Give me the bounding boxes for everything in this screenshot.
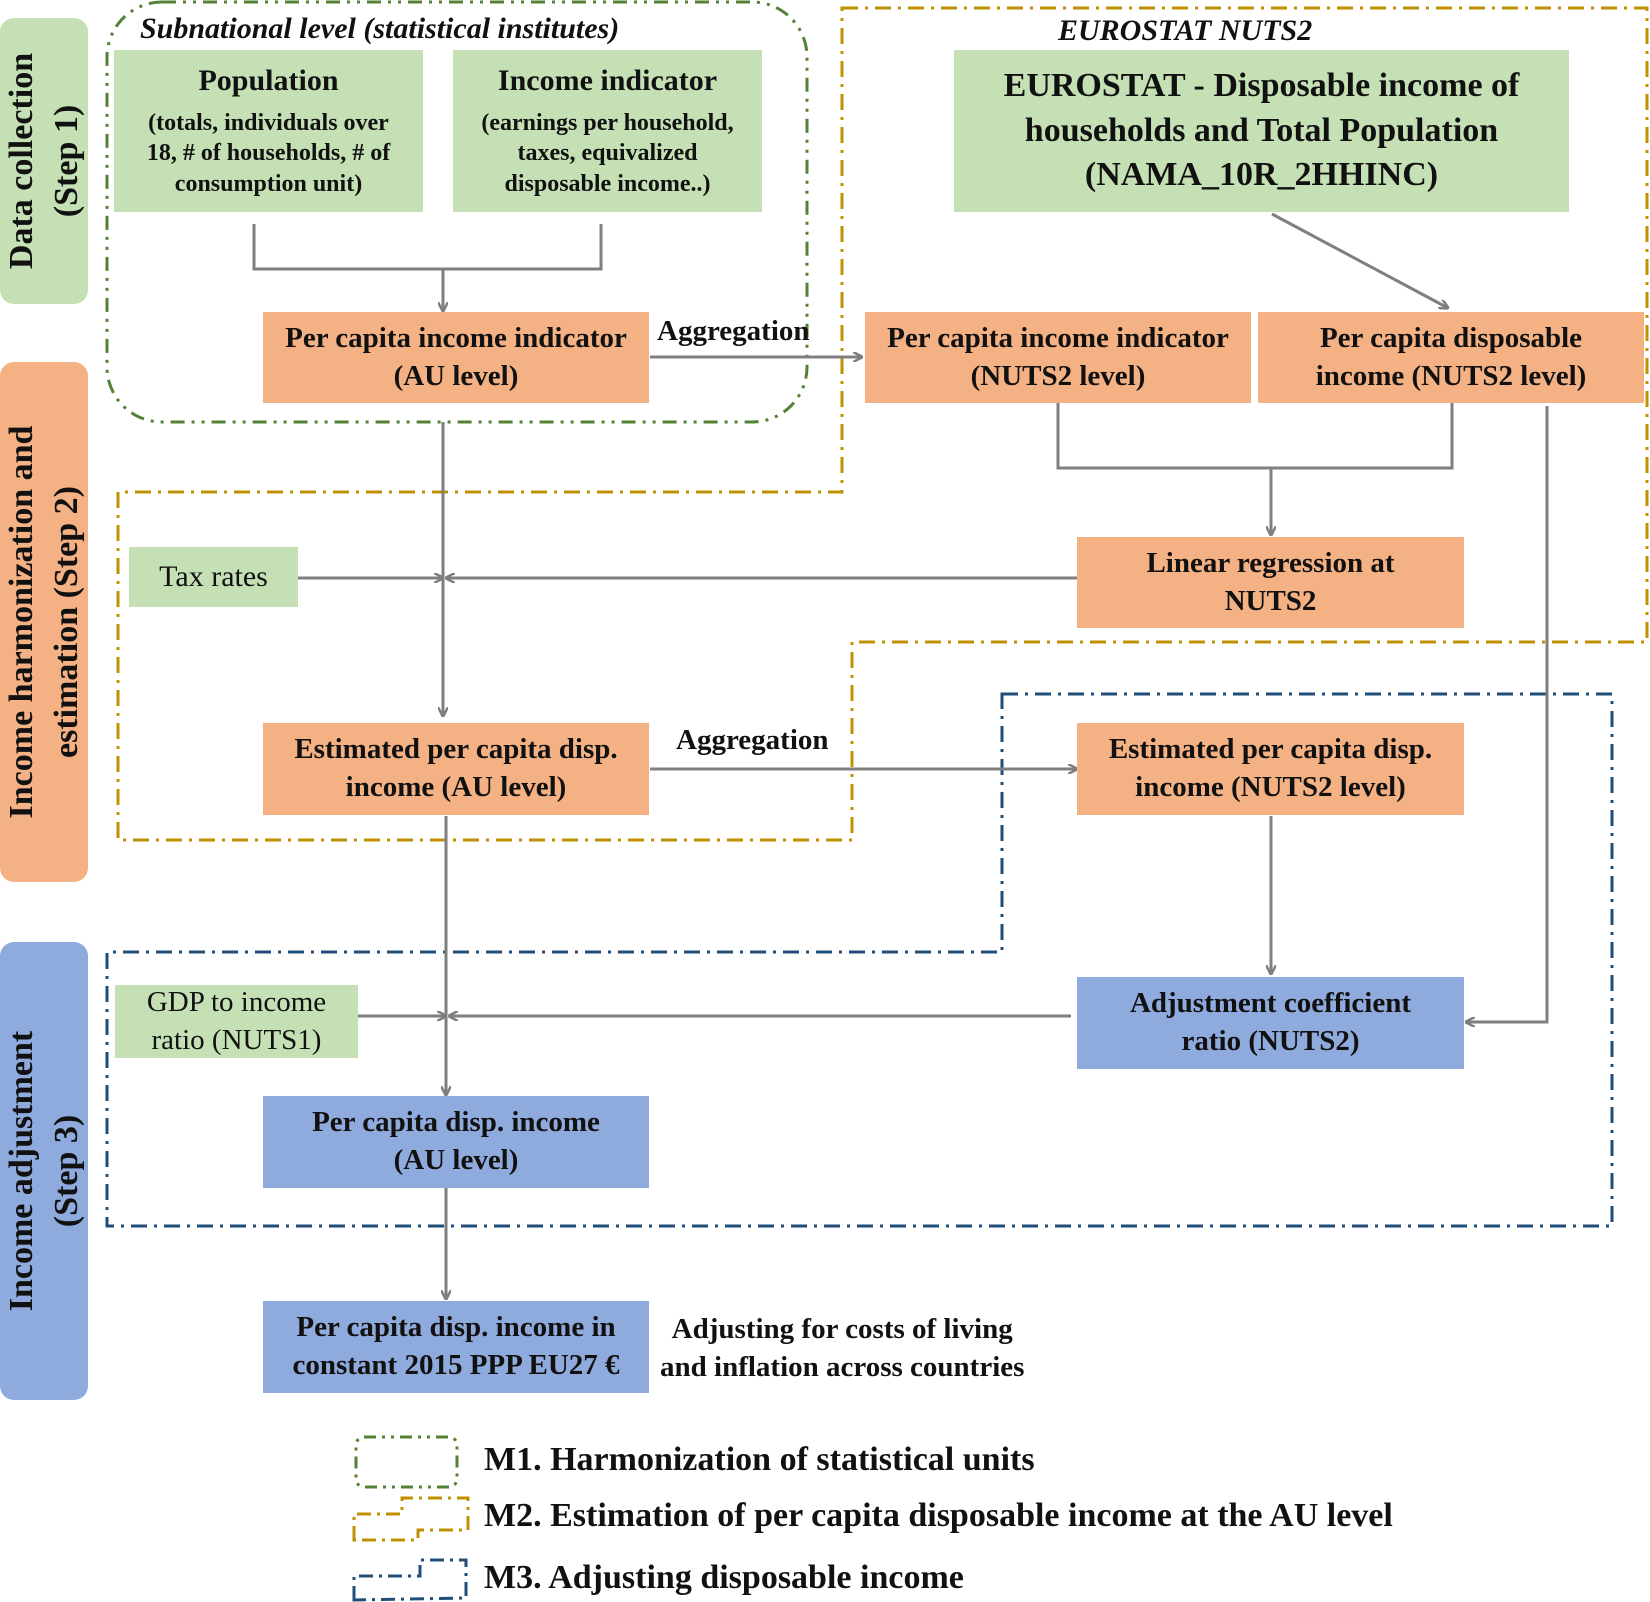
per-capita-income-nuts2-box: Per capita income indicator (NUTS2 level… bbox=[865, 312, 1251, 403]
tax-rates-box: Tax rates bbox=[129, 547, 298, 607]
step1-sidebar bbox=[0, 18, 88, 304]
estimated-au-box: Estimated per capita disp. income (AU le… bbox=[263, 723, 649, 815]
income-indicator-title: Income indicator bbox=[497, 64, 718, 98]
legend-m1-text: M1. Harmonization of statistical units bbox=[484, 1441, 1035, 1478]
per-capita-disp-nuts2-box: Per capita disposable income (NUTS2 leve… bbox=[1258, 312, 1644, 403]
final-output-box: Per capita disp. income in constant 2015… bbox=[263, 1301, 649, 1393]
gdp-ratio-box: GDP to income ratio (NUTS1) bbox=[115, 985, 358, 1058]
estimated-nuts2-box: Estimated per capita disp. income (NUTS2… bbox=[1077, 723, 1464, 815]
step3-label: Income adjustment (Step 3) bbox=[3, 1030, 85, 1312]
m2-region-outline bbox=[116, 6, 1649, 842]
aggregation-label-2: Aggregation bbox=[676, 724, 829, 756]
population-description: (totals, individuals over 18, # of house… bbox=[146, 109, 391, 198]
adjustment-coefficient-box: Adjustment coefficient ratio (NUTS2) bbox=[1077, 977, 1464, 1069]
per-capita-income-au-box: Per capita income indicator (AU level) bbox=[263, 312, 649, 403]
income-indicator-description: (earnings per household, taxes, equivali… bbox=[481, 109, 734, 198]
income-indicator-box: Income indicator (earnings per household… bbox=[453, 50, 762, 212]
step2-sidebar bbox=[0, 362, 88, 882]
legend-m2-icon bbox=[352, 1496, 470, 1542]
eurostat-source-box: EUROSTAT - Disposable income of househol… bbox=[954, 50, 1569, 212]
subnational-title: Subnational level (statistical institute… bbox=[140, 12, 620, 45]
legend-m1-icon bbox=[354, 1435, 459, 1489]
per-capita-disp-au-box: Per capita disp. income (AU level) bbox=[263, 1096, 649, 1188]
arrow-eurostat-to-disp bbox=[1271, 212, 1448, 308]
adjusting-note: Adjusting for costs of living and inflat… bbox=[660, 1313, 1025, 1383]
connector-nuts2-merge bbox=[1056, 402, 1454, 470]
step3-sidebar bbox=[0, 942, 88, 1400]
population-box: Population (totals, individuals over 18,… bbox=[114, 50, 423, 212]
m3-region-outline bbox=[105, 692, 1614, 1228]
legend-m3-icon bbox=[352, 1558, 468, 1602]
linear-regression-box: Linear regression at NUTS2 bbox=[1077, 537, 1464, 628]
arrow-disp-to-adjustment bbox=[1466, 406, 1549, 1022]
step1-label: Data collection (Step 1) bbox=[3, 52, 85, 270]
connector-population-merge bbox=[252, 224, 603, 271]
step2-label: Income harmonization and estimation (Ste… bbox=[3, 425, 85, 819]
population-title: Population bbox=[198, 64, 339, 98]
legend-m2-text: M2. Estimation of per capita disposable … bbox=[484, 1497, 1393, 1534]
eurostat-nuts2-title: EUROSTAT NUTS2 bbox=[1058, 14, 1313, 47]
m1-region-outline bbox=[105, 0, 809, 424]
aggregation-label-1: Aggregation bbox=[657, 315, 810, 347]
legend-m3-text: M3. Adjusting disposable income bbox=[484, 1559, 964, 1596]
